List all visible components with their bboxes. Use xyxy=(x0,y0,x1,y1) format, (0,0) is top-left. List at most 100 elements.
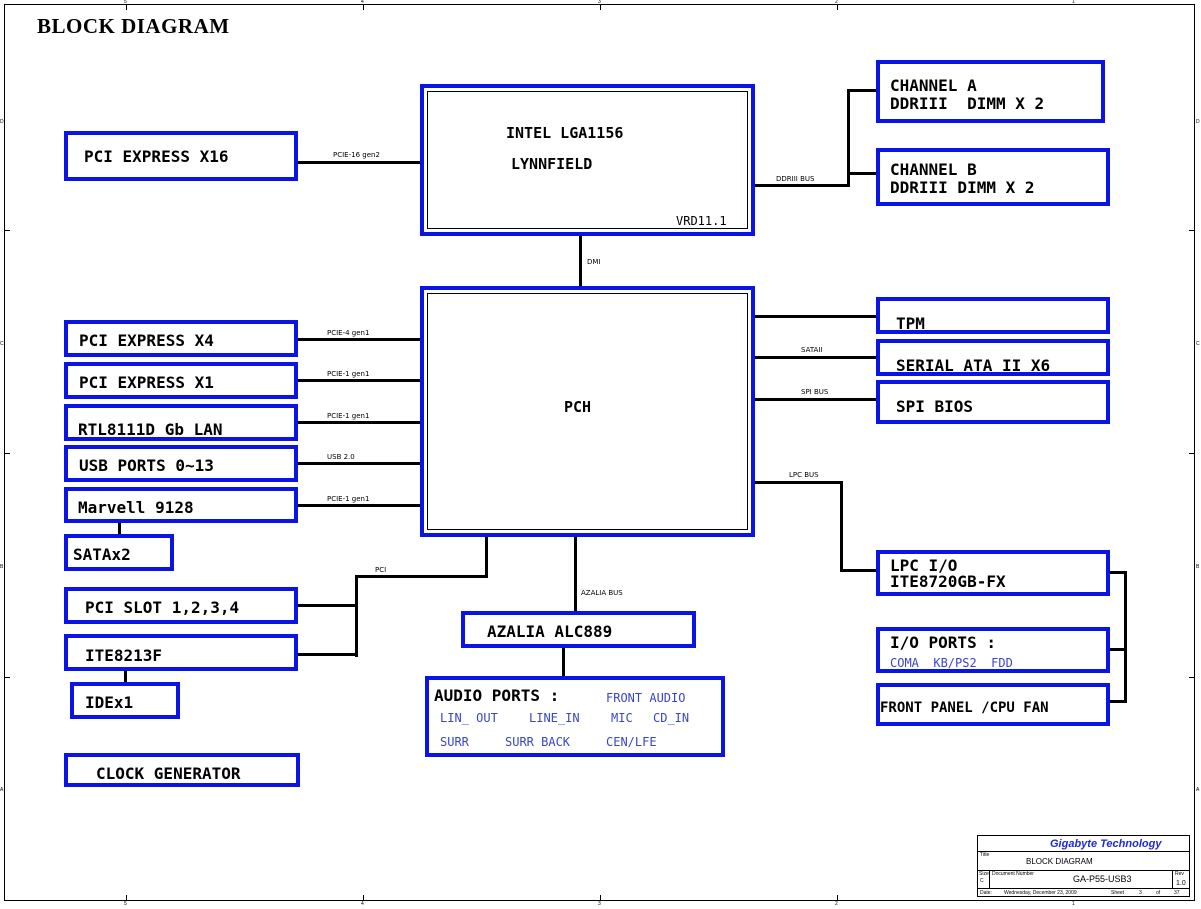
sheet-label: Sheet xyxy=(1111,890,1125,896)
sata-block: SERIAL ATA II X6 xyxy=(876,339,1110,376)
audio-cen-lfe: CEN/LFE xyxy=(606,735,657,749)
marvell-block: Marvell 9128 xyxy=(64,487,298,523)
lan-block: RTL8111D Gb LAN xyxy=(64,404,298,441)
marvell-label: Marvell 9128 xyxy=(78,498,194,517)
bus-label-pcie16: PCIE-16 gen2 xyxy=(333,151,380,159)
border-marker-left-C: C xyxy=(0,341,4,347)
cpu-block: INTEL LGA1156 LYNNFIELD VRD11.1 xyxy=(420,84,755,236)
wire-audio xyxy=(562,646,565,678)
bus-label-spi: SPI BUS xyxy=(801,388,829,396)
wire-ddr-a xyxy=(847,89,878,92)
border-marker-bottom-5: 5 xyxy=(124,901,127,907)
border-marker-bottom-3: 3 xyxy=(598,901,601,907)
clock-generator-label: CLOCK GENERATOR xyxy=(96,764,241,783)
border-marker-left-B: B xyxy=(0,564,4,570)
bus-label-pcie4: PCIE-4 gen1 xyxy=(327,329,370,337)
tpm-block: TPM xyxy=(876,297,1110,334)
lpc-io-title: LPC I/O xyxy=(890,556,958,575)
pcie-x1-block: PCI EXPRESS X1 xyxy=(64,362,298,399)
wire-tpm xyxy=(754,315,878,318)
wire-pci-h xyxy=(355,575,488,578)
wire-pci-slot xyxy=(297,604,358,607)
io-ports-list: COMA KB/PS2 FDD xyxy=(890,656,1013,670)
clock-generator-block: CLOCK GENERATOR xyxy=(64,753,300,787)
usb-block: USB PORTS 0~13 xyxy=(64,445,298,482)
bus-label-pcie1b: PCIE-1 gen1 xyxy=(327,412,370,420)
wire-marvell xyxy=(297,504,421,507)
ite8213-label: ITE8213F xyxy=(85,646,163,665)
pcie-x16-label: PCI EXPRESS X16 xyxy=(84,147,229,166)
channel-b-dimm: DDRIII DIMM X 2 xyxy=(890,178,1035,197)
border-marker-right-C: C xyxy=(1196,341,1200,347)
border-marker-left-D: D xyxy=(0,119,4,125)
io-ports-block: I/O PORTS : COMA KB/PS2 FDD xyxy=(876,627,1110,673)
bus-label-ddr: DDRIII BUS xyxy=(776,175,815,183)
doc-number: GA-P55-USB3 xyxy=(1073,874,1132,884)
rev-value: 1.0 xyxy=(1176,880,1186,887)
bus-label-pcie1c: PCIE-1 gen1 xyxy=(327,495,370,503)
company-name: Gigabyte Technology xyxy=(1050,838,1162,850)
spi-bios-label: SPI BIOS xyxy=(896,397,974,416)
bus-label-lpc: LPC BUS xyxy=(789,471,819,479)
border-marker-top-1: 1 xyxy=(1072,0,1075,5)
audio-surr-back: SURR BACK xyxy=(505,735,571,749)
wire-spi xyxy=(754,398,878,401)
audio-line-in: LINE_IN xyxy=(529,711,580,725)
bus-label-usb: USB 2.0 xyxy=(327,453,355,461)
ite8213-block: ITE8213F xyxy=(64,634,298,671)
cpu-vrd: VRD11.1 xyxy=(676,214,727,228)
border-marker-top-5: 5 xyxy=(124,0,127,5)
pch-block: PCH xyxy=(420,286,755,537)
io-ports-title: I/O PORTS : xyxy=(890,633,996,652)
lan-label: RTL8111D Gb LAN xyxy=(78,420,223,439)
size-value: C xyxy=(980,878,984,884)
wire-ddr-main xyxy=(754,184,850,187)
date-label: Date: xyxy=(980,890,992,896)
pci-slot-label: PCI SLOT 1,2,3,4 xyxy=(85,598,240,617)
wire-lan xyxy=(297,421,421,424)
wire-lpc-h1 xyxy=(754,481,843,484)
bus-label-azalia: AZALIA BUS xyxy=(581,589,623,597)
wire-pci-ite xyxy=(297,653,358,656)
pch-inner-frame xyxy=(427,293,748,530)
spi-bios-block: SPI BIOS xyxy=(876,380,1110,424)
cpu-codename: LYNNFIELD xyxy=(511,155,593,173)
usb-label: USB PORTS 0~13 xyxy=(79,456,214,475)
cpu-inner-frame xyxy=(427,91,748,229)
channel-a-block: CHANNEL A DDRIII DIMM X 2 xyxy=(876,60,1105,123)
front-panel-block: FRONT PANEL /CPU FAN xyxy=(876,683,1110,726)
channel-a-title: CHANNEL A xyxy=(890,76,977,95)
bus-label-pci: PCI xyxy=(375,566,387,574)
audio-front: FRONT AUDIO xyxy=(606,691,686,705)
doc-number-label: Document Number xyxy=(992,871,1034,877)
wire-ddr-b xyxy=(847,172,878,175)
border-marker-bottom-1: 1 xyxy=(1072,901,1075,907)
frame-border xyxy=(4,4,1195,901)
lpc-io-chip: ITE8720GB-FX xyxy=(890,572,1006,591)
wire-pcie4 xyxy=(297,338,421,341)
pci-slot-block: PCI SLOT 1,2,3,4 xyxy=(64,587,298,624)
wire-pcie1 xyxy=(297,379,421,382)
pcie-x4-label: PCI EXPRESS X4 xyxy=(79,331,214,350)
bus-label-sata: SATAII xyxy=(801,346,823,354)
of-value: 37 xyxy=(1174,890,1180,896)
channel-b-title: CHANNEL B xyxy=(890,160,977,179)
wire-lpc-bracket-top xyxy=(1107,571,1127,574)
wire-lpc-bracket-bot xyxy=(1107,700,1127,703)
sata2-label: SATAx2 xyxy=(73,545,131,564)
wire-marvell-sata xyxy=(118,520,121,537)
wire-dmi xyxy=(579,234,582,287)
azalia-block: AZALIA ALC889 xyxy=(461,611,696,648)
wire-azalia xyxy=(574,535,577,613)
wire-lpc-bracket-mid xyxy=(1107,648,1127,651)
pcie-x4-block: PCI EXPRESS X4 xyxy=(64,320,298,357)
audio-surr: SURR xyxy=(440,735,469,749)
audio-lin-out: LIN_ OUT xyxy=(440,711,498,725)
border-marker-left-A: A xyxy=(0,787,4,793)
azalia-label: AZALIA ALC889 xyxy=(487,622,613,641)
page-title: BLOCK DIAGRAM xyxy=(37,14,230,38)
date-value: Wednesday, December 23, 2009 xyxy=(1004,890,1077,896)
border-marker-right-D: D xyxy=(1196,119,1200,125)
rev-label: Rev xyxy=(1175,871,1184,877)
channel-a-dimm: DDRIII DIMM X 2 xyxy=(890,94,1045,113)
